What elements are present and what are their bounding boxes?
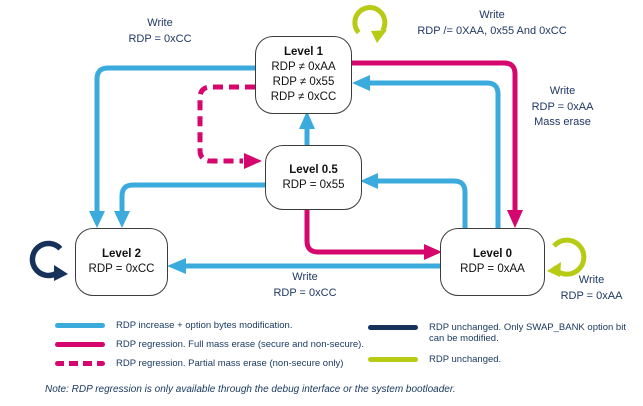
node-level-1-line: RDP ≠ 0xAA bbox=[271, 61, 336, 73]
edge-label-line: RDP = 0xAA bbox=[531, 100, 594, 113]
node-level-0-5: Level 0.5 RDP = 0x55 bbox=[265, 145, 362, 210]
self-loop-level1 bbox=[352, 5, 388, 35]
arrowhead-self-loop-level2 bbox=[54, 265, 68, 281]
legend-item-rdp-regression-full: RDP regression. Full mass erase (secure … bbox=[55, 339, 365, 350]
arrowhead-level0-to-level05 bbox=[360, 173, 378, 189]
legend-swatch-green-solid bbox=[368, 357, 418, 362]
edge-label-line: Write bbox=[147, 17, 173, 29]
arrowhead-level05-to-level2 bbox=[114, 211, 130, 228]
arrowhead-level1-to-level2 bbox=[89, 211, 105, 228]
arrowhead-level05-to-level1 bbox=[299, 111, 315, 129]
node-level-1-line: RDP ≠ 0xCC bbox=[270, 91, 337, 103]
edge-level1-to-level0 bbox=[350, 60, 518, 211]
legend-swatch-blue-solid bbox=[55, 323, 105, 328]
edge-label-level1-self: Write RDP /= 0XAA, 0x55 And 0xCC bbox=[392, 8, 592, 39]
legend-label: RDP unchanged. bbox=[429, 354, 502, 365]
node-level-1-line: RDP ≠ 0x55 bbox=[272, 76, 335, 88]
edge-label-level1-to-level0: Write RDP = 0xAA Mass erase bbox=[505, 84, 620, 131]
edge-level05-to-level2 bbox=[119, 182, 265, 212]
legend-label: RDP regression. Full mass erase (secure … bbox=[116, 339, 364, 350]
self-loop-level2 bbox=[29, 240, 63, 279]
legend-item-rdp-unchanged: RDP unchanged. bbox=[368, 354, 636, 365]
arrowhead-level1-to-level0 bbox=[507, 210, 523, 228]
node-level-2-line: RDP = 0xCC bbox=[88, 263, 155, 275]
arrowhead-level0-to-level1 bbox=[352, 75, 370, 91]
edge-label-line: Write bbox=[292, 271, 318, 283]
edge-label-line: RDP = 0xAA bbox=[560, 289, 623, 302]
edge-level0-to-level05 bbox=[377, 178, 468, 228]
arrowhead-level0-to-level2-long bbox=[167, 258, 186, 274]
legend-label: RDP unchanged. Only SWAP_BANK option bit… bbox=[429, 322, 626, 344]
legend-swatch-pink-solid bbox=[55, 342, 105, 347]
arrowhead-self-loop-level1 bbox=[371, 30, 387, 43]
edge-label-line: Write bbox=[479, 9, 505, 21]
edge-level1-to-level05-dashed bbox=[197, 84, 255, 164]
node-level-1-title: Level 1 bbox=[284, 46, 323, 58]
legend-item-rdp-regression-partial: RDP regression. Partial mass erase (non-… bbox=[55, 358, 365, 369]
edge-label-level0-self: Write RDP = 0xAA bbox=[540, 273, 643, 304]
node-level-2: Level 2 RDP = 0xCC bbox=[75, 228, 168, 296]
self-loop-level0 bbox=[550, 237, 587, 277]
arrowhead-level1-to-level05-dashed bbox=[244, 153, 262, 169]
node-level-2-title: Level 2 bbox=[102, 248, 141, 260]
legend-swatch-navy-solid bbox=[368, 325, 418, 330]
edge-label-line: Mass erase bbox=[534, 116, 591, 128]
legend-swatch-pink-dashed bbox=[55, 361, 105, 366]
legend-item-rdp-increase: RDP increase + option bytes modification… bbox=[55, 320, 365, 331]
node-level-0-line: RDP = 0xAA bbox=[460, 263, 525, 275]
edge-label-level1-to-level2: Write RDP = 0xCC bbox=[105, 16, 215, 47]
legend-item-rdp-unchanged-swap-bank: RDP unchanged. Only SWAP_BANK option bit… bbox=[368, 322, 636, 344]
node-level-1: Level 1 RDP ≠ 0xAA RDP ≠ 0x55 RDP ≠ 0xCC bbox=[255, 36, 352, 114]
node-level-0-title: Level 0 bbox=[473, 248, 512, 260]
edge-label-line: RDP /= 0XAA, 0x55 And 0xCC bbox=[417, 24, 567, 37]
node-level-0-5-title: Level 0.5 bbox=[289, 163, 338, 176]
edge-label-line: RDP = 0xCC bbox=[273, 286, 337, 299]
edge-level0-to-level1 bbox=[369, 80, 501, 228]
note-text: Note: RDP regression is only available t… bbox=[45, 384, 456, 395]
legend-label: RDP increase + option bytes modification… bbox=[116, 320, 293, 331]
edge-label-line: Write bbox=[578, 274, 605, 286]
node-level-0: Level 0 RDP = 0xAA bbox=[440, 228, 545, 296]
edge-level1-to-level2 bbox=[94, 65, 255, 212]
node-level-0-5-line: RDP = 0x55 bbox=[282, 178, 345, 191]
edge-label-line: RDP = 0xCC bbox=[128, 32, 192, 45]
edge-label-line: Write bbox=[549, 85, 576, 97]
edge-label-level0-to-level2: Write RDP = 0xCC bbox=[250, 270, 360, 301]
legend-label: RDP regression. Partial mass erase (non-… bbox=[116, 358, 344, 369]
arrowhead-self-loop-level0 bbox=[547, 262, 561, 277]
arrowhead-level05-to-level0 bbox=[424, 244, 442, 260]
edge-level05-to-level0 bbox=[304, 208, 424, 255]
